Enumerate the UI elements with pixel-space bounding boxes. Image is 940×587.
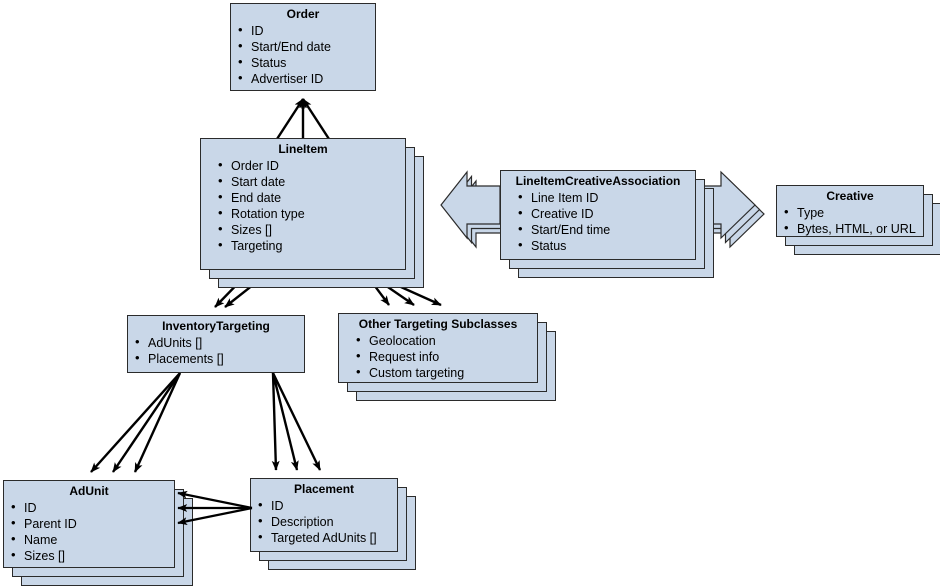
list-item: Status: [235, 54, 371, 71]
list-item: Rotation type: [205, 205, 401, 222]
list-item: ID: [255, 497, 393, 514]
list-item: Request info: [343, 348, 533, 365]
class-box-creative[interactable]: Creative Type Bytes, HTML, or URL: [776, 185, 940, 255]
class-box-inventorytargeting[interactable]: InventoryTargeting AdUnits [] Placements…: [127, 315, 305, 373]
list-item: Creative ID: [505, 205, 691, 222]
attribute-list-inventorytargeting: AdUnits [] Placements []: [132, 334, 300, 367]
list-item: Sizes []: [8, 547, 170, 564]
list-item: Description: [255, 513, 393, 530]
attribute-list-adunit: ID Parent ID Name Sizes []: [8, 499, 170, 564]
attribute-list-other-targeting-subclasses: Geolocation Request info Custom targetin…: [343, 332, 533, 381]
list-item: Targeted AdUnits []: [255, 529, 393, 546]
class-title-placement: Placement: [293, 482, 355, 496]
attribute-list-placement: ID Description Targeted AdUnits []: [255, 497, 393, 546]
class-title-lineitem: LineItem: [278, 142, 328, 156]
class-box-order[interactable]: Order ID Start/End date Status Advertise…: [230, 3, 376, 91]
list-item: Geolocation: [343, 332, 533, 349]
list-item: Custom targeting: [343, 364, 533, 381]
list-item: Bytes, HTML, or URL: [781, 220, 919, 237]
list-item: Targeting: [205, 237, 401, 254]
class-title-inventorytargeting: InventoryTargeting: [162, 319, 270, 333]
attribute-list-creative: Type Bytes, HTML, or URL: [781, 204, 919, 237]
list-item: AdUnits []: [132, 334, 300, 351]
list-item: Placements []: [132, 350, 300, 367]
attribute-list-lineitemcreativeassociation: Line Item ID Creative ID Start/End time …: [505, 189, 691, 254]
list-item: Status: [505, 237, 691, 254]
list-item: Advertiser ID: [235, 70, 371, 87]
attribute-list-lineitem: Order ID Start date End date Rotation ty…: [205, 157, 401, 254]
class-title-lineitemcreativeassociation: LineItemCreativeAssociation: [515, 174, 681, 188]
class-box-lineitemcreativeassociation[interactable]: LineItemCreativeAssociation Line Item ID…: [500, 170, 714, 278]
list-item: Sizes []: [205, 221, 401, 238]
list-item: Name: [8, 531, 170, 548]
list-item: Line Item ID: [505, 189, 691, 206]
class-title-order: Order: [286, 7, 320, 21]
list-item: End date: [205, 189, 401, 206]
class-box-other-targeting-subclasses[interactable]: Other Targeting Subclasses Geolocation R…: [338, 313, 556, 401]
class-box-adunit[interactable]: AdUnit ID Parent ID Name Sizes []: [3, 480, 193, 586]
list-item: Order ID: [205, 157, 401, 174]
class-title-creative: Creative: [826, 189, 874, 203]
list-item: ID: [8, 499, 170, 516]
class-title-adunit: AdUnit: [69, 484, 109, 498]
attribute-list-order: ID Start/End date Status Advertiser ID: [235, 22, 371, 87]
class-title-other-targeting-subclasses: Other Targeting Subclasses: [358, 317, 518, 331]
class-box-placement[interactable]: Placement ID Description Targeted AdUnit…: [250, 478, 416, 570]
list-item: Start/End date: [235, 38, 371, 55]
list-item: ID: [235, 22, 371, 39]
class-box-lineitem[interactable]: LineItem Order ID Start date End date Ro…: [200, 138, 424, 288]
list-item: Parent ID: [8, 515, 170, 532]
list-item: Type: [781, 204, 919, 221]
list-item: Start/End time: [505, 221, 691, 238]
list-item: Start date: [205, 173, 401, 190]
